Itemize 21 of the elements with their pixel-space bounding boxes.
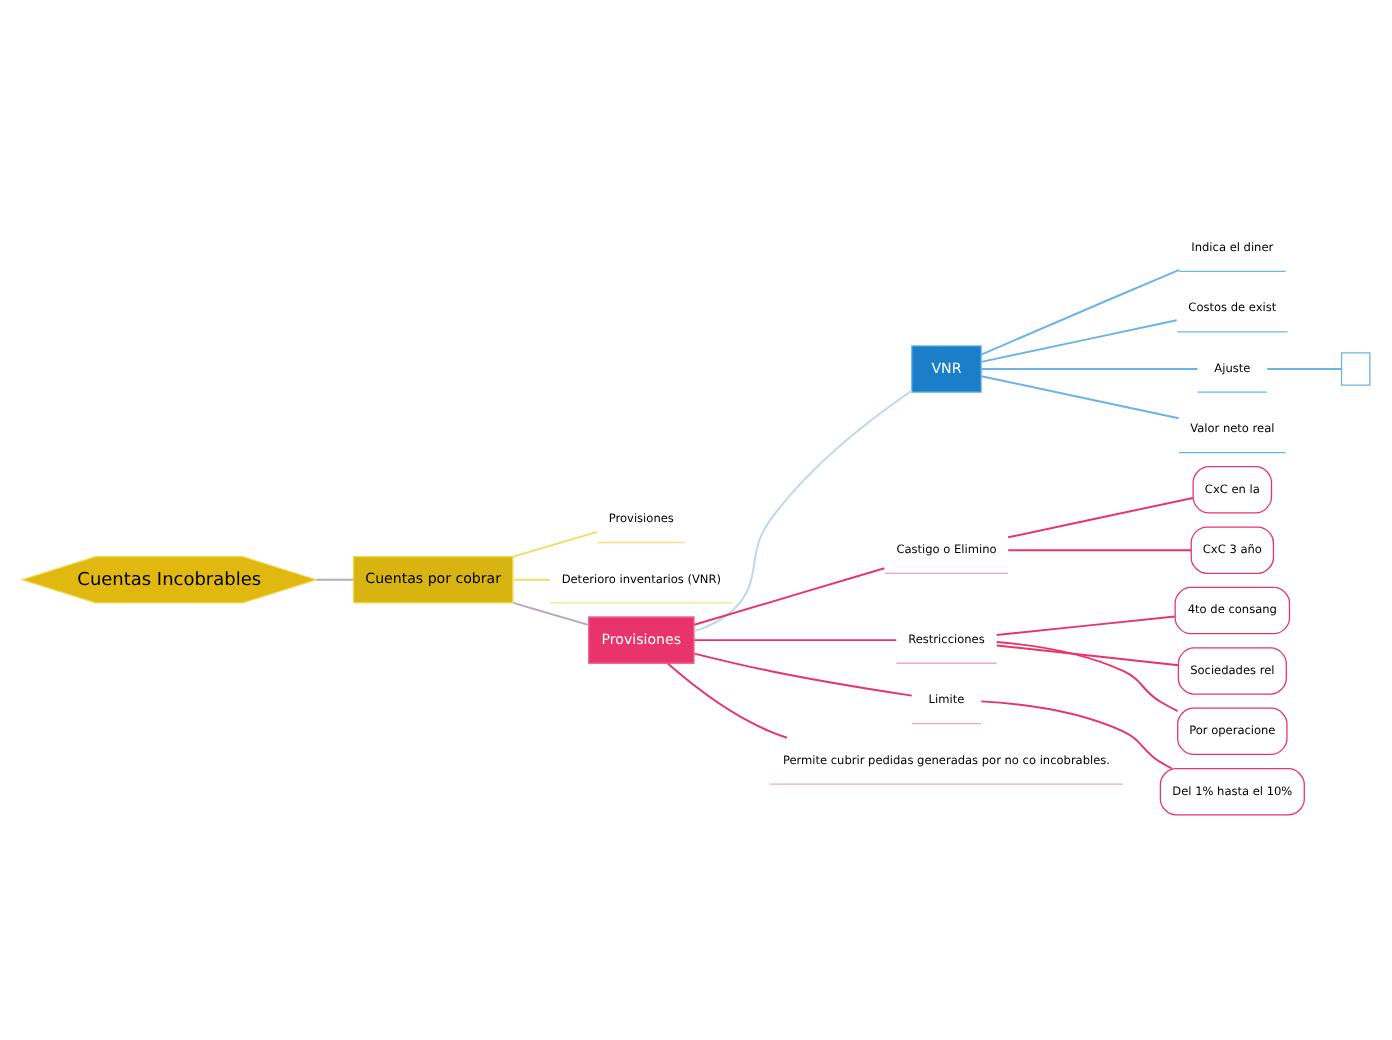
node-box (1340, 352, 1371, 386)
connector (1007, 496, 1194, 539)
connector (315, 578, 355, 581)
connector (980, 375, 1180, 420)
connector (980, 319, 1178, 363)
connector (512, 578, 551, 581)
connector (693, 389, 913, 633)
connector (693, 652, 913, 697)
connector (995, 641, 1179, 713)
connector (666, 662, 788, 739)
connector (980, 700, 1173, 770)
connector (980, 368, 1199, 370)
connector (512, 601, 590, 626)
connector (1266, 368, 1343, 370)
connector (693, 639, 898, 642)
connector (995, 644, 1180, 667)
connector (512, 530, 599, 558)
connector (1007, 549, 1193, 552)
connector (693, 567, 886, 626)
connector (995, 615, 1176, 636)
connector (980, 269, 1180, 356)
